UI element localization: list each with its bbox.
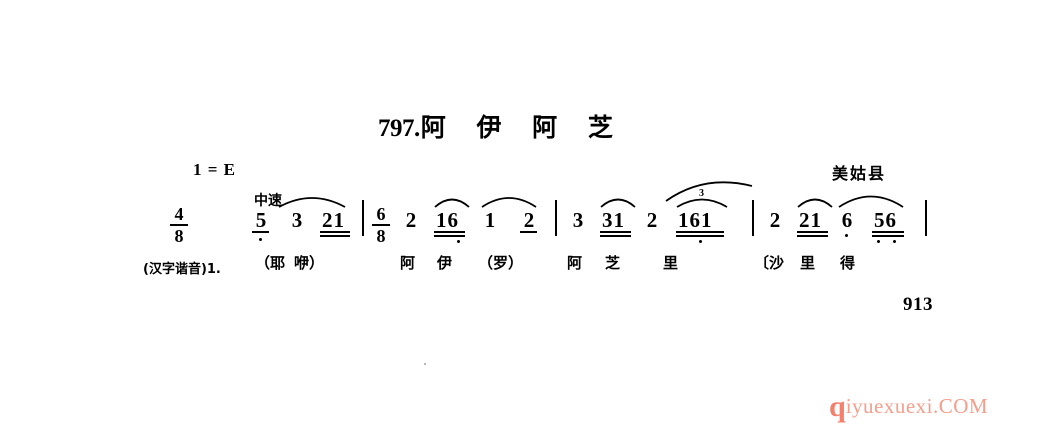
page-number: 913 — [903, 294, 933, 315]
note-m3-1: 3 — [572, 208, 584, 232]
lyric-syllable-1: （耶 — [255, 254, 286, 272]
lyric-syllable-5: （罗） — [478, 254, 524, 272]
note-m1-4: 1 — [333, 208, 345, 232]
beam-m1-2a — [320, 231, 350, 233]
lyric-syllable-11: 得 — [840, 254, 856, 272]
note-m2-3: 6 — [447, 208, 459, 232]
beamgroup-m3-161: 161 — [678, 210, 713, 231]
beam-m4-2b — [872, 235, 904, 237]
octave-dot-low-m1-1 — [259, 238, 262, 241]
beam-m3-2b — [676, 235, 724, 237]
beam-m1-1 — [252, 231, 269, 233]
time-signature-6-8: 6 8 — [372, 205, 390, 245]
slur-m4-2 — [838, 190, 904, 208]
lyric-syllable-9: 〔沙 — [754, 254, 785, 272]
beam-m1-2b — [320, 235, 350, 237]
slur-m2-1 — [434, 194, 470, 208]
beam-m3-2a — [676, 231, 724, 233]
time-signature-numerator-2: 6 — [372, 205, 390, 226]
page-title: 797. 阿 伊 阿 芝 — [378, 108, 624, 144]
beam-m3-1b — [600, 235, 631, 237]
note-m4-1: 2 — [769, 208, 781, 232]
beam-m4-1b — [797, 235, 828, 237]
beam-m2-1a — [434, 231, 465, 233]
note-m2-2: 1 — [436, 208, 448, 232]
beamgroup-m3-31: 31 — [602, 210, 625, 231]
note-m2-4: 1 — [484, 208, 496, 232]
note-m3-6: 6 — [689, 208, 701, 232]
barline-2 — [555, 200, 557, 236]
watermark-initial: q — [829, 390, 846, 423]
slur-m2-2 — [481, 192, 537, 208]
slur-m3-1 — [600, 194, 636, 208]
beam-m2-1b — [434, 235, 465, 237]
barline-3 — [752, 200, 754, 236]
beamgroup-m4-56: 56 — [874, 210, 897, 231]
octave-dot-low-m4-6 — [893, 240, 896, 243]
beamgroup-m2-16: 16 — [436, 210, 459, 231]
lyric-syllable-2: 咿） — [294, 254, 325, 272]
note-m3-4: 2 — [646, 208, 658, 232]
beam-m4-2a — [872, 231, 904, 233]
beamgroup-m4-21: 21 — [799, 210, 822, 231]
barline-1 — [362, 200, 364, 236]
key-signature: 1 = E — [193, 160, 237, 179]
time-signature-4-8: 4 8 — [170, 205, 188, 245]
site-watermark: qiyuexuexi.COM — [829, 390, 988, 424]
time-signature-denominator-2: 8 — [376, 226, 386, 246]
barline-final — [925, 200, 927, 236]
note-m4-5: 5 — [874, 208, 886, 232]
watermark-text: iyuexuexi.COM — [845, 394, 989, 418]
note-m2-1: 2 — [405, 208, 417, 232]
tempo-marking: 中速 — [254, 193, 282, 209]
note-m1-2: 3 — [291, 208, 303, 232]
octave-dot-low-m4-4 — [845, 234, 848, 237]
region-label: 美姑县 — [832, 164, 887, 183]
note-m2-5: 2 — [523, 208, 535, 232]
note-m1-1: 5 — [255, 208, 267, 232]
beam-m2-2 — [520, 231, 537, 233]
title-name: 阿 伊 阿 芝 — [420, 113, 624, 142]
lyric-syllable-4: 伊 — [437, 254, 453, 272]
octave-dot-low-m2-3 — [457, 240, 460, 243]
note-m3-2: 3 — [602, 208, 614, 232]
note-m4-4: 6 — [841, 208, 853, 232]
title-number: 797. — [378, 115, 420, 142]
note-m3-3: 1 — [613, 208, 625, 232]
note-m4-6: 6 — [885, 208, 897, 232]
slur-m1 — [278, 192, 346, 208]
note-m3-5: 1 — [678, 208, 690, 232]
scan-speck — [424, 363, 426, 365]
lyric-syllable-10: 里 — [800, 254, 816, 272]
lyric-syllable-7: 芝 — [605, 254, 621, 272]
time-signature-numerator: 4 — [170, 205, 188, 226]
note-m1-3: 2 — [322, 208, 334, 232]
lyric-syllable-6: 阿 — [567, 254, 583, 272]
lyric-syllable-8: 里 — [663, 254, 679, 272]
slur-m3-triplet — [676, 194, 728, 208]
beam-m4-1a — [797, 231, 828, 233]
lyric-syllable-3: 阿 — [400, 254, 416, 272]
time-signature-denominator: 8 — [174, 226, 184, 246]
slur-m3-long — [664, 180, 754, 202]
beam-m3-1a — [600, 231, 631, 233]
lyrics-prefix: (汉字谐音)1. — [143, 262, 221, 277]
octave-dot-low-m4-5 — [877, 240, 880, 243]
note-m3-7: 1 — [701, 208, 713, 232]
beamgroup-m1-21: 21 — [322, 210, 345, 231]
tuplet-number-m3: 3 — [699, 188, 704, 199]
note-m4-2: 2 — [799, 208, 811, 232]
slur-m4-1 — [797, 194, 833, 208]
octave-dot-low-m3-6 — [699, 240, 702, 243]
note-m4-3: 1 — [810, 208, 822, 232]
